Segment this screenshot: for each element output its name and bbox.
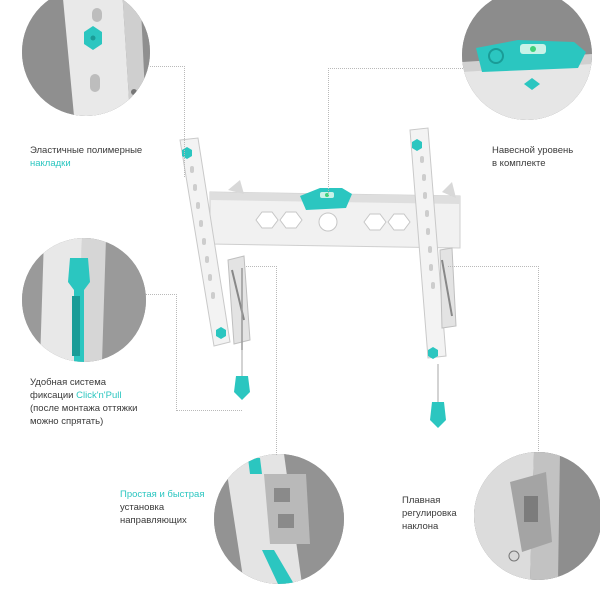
wall-plate — [209, 180, 461, 249]
left-vertical-arm — [179, 137, 251, 400]
callout-clicknpull-line4: можно спрятать) — [30, 416, 104, 427]
callout-clicknpull: Удобная система фиксации Click'n'Pull (п… — [30, 376, 137, 428]
detail-circle-tilt — [474, 452, 600, 580]
right-vertical-arm — [409, 127, 457, 428]
callout-clicknpull-line3: (после монтажа оттяжки — [30, 403, 138, 414]
leader-line-clicknpull-bottom — [176, 410, 242, 411]
leader-line-pads — [150, 66, 185, 177]
callout-pads-line1: Эластичные полимерные — [30, 145, 143, 156]
callout-tilt-line2: регулировка — [402, 508, 457, 519]
callout-clicknpull-line2-prefix: фиксации — [30, 390, 77, 401]
detail-circle-install — [214, 454, 344, 584]
callout-clicknpull-brand: Click'n'Pull — [76, 390, 122, 401]
callout-install-line2: установка — [120, 502, 165, 513]
tv-bracket-illustration — [179, 127, 461, 428]
detail-circle-level — [462, 0, 592, 120]
callout-level-line2: в комплекте — [492, 158, 546, 169]
callout-level: Навесной уровень в комплекте — [492, 144, 573, 170]
callout-clicknpull-line2: фиксации Click'n'Pull — [30, 389, 137, 402]
leader-line-tilt — [448, 266, 539, 453]
callout-tilt: Плавная регулировка наклона — [402, 494, 457, 533]
callout-install-line3: направляющих — [120, 515, 187, 526]
callout-install-line1: Простая и быстрая — [120, 489, 205, 500]
callout-level-line1: Навесной уровень — [492, 145, 574, 156]
leader-line-level — [328, 68, 463, 195]
detail-circle-pads — [22, 0, 150, 116]
callout-install: Простая и быстрая установка направляющих — [120, 488, 204, 527]
leader-line-clicknpull — [146, 294, 177, 411]
bubble-level — [300, 188, 352, 210]
leader-line-install — [246, 266, 277, 455]
callout-pads: Эластичные полимерные накладки — [30, 144, 142, 170]
detail-circle-clicknpull — [22, 238, 146, 362]
callout-clicknpull-line1: Удобная система — [30, 377, 107, 388]
callout-pads-line2: накладки — [30, 158, 71, 169]
callout-tilt-line3: наклона — [402, 521, 439, 532]
callout-tilt-line1: Плавная — [402, 495, 441, 506]
